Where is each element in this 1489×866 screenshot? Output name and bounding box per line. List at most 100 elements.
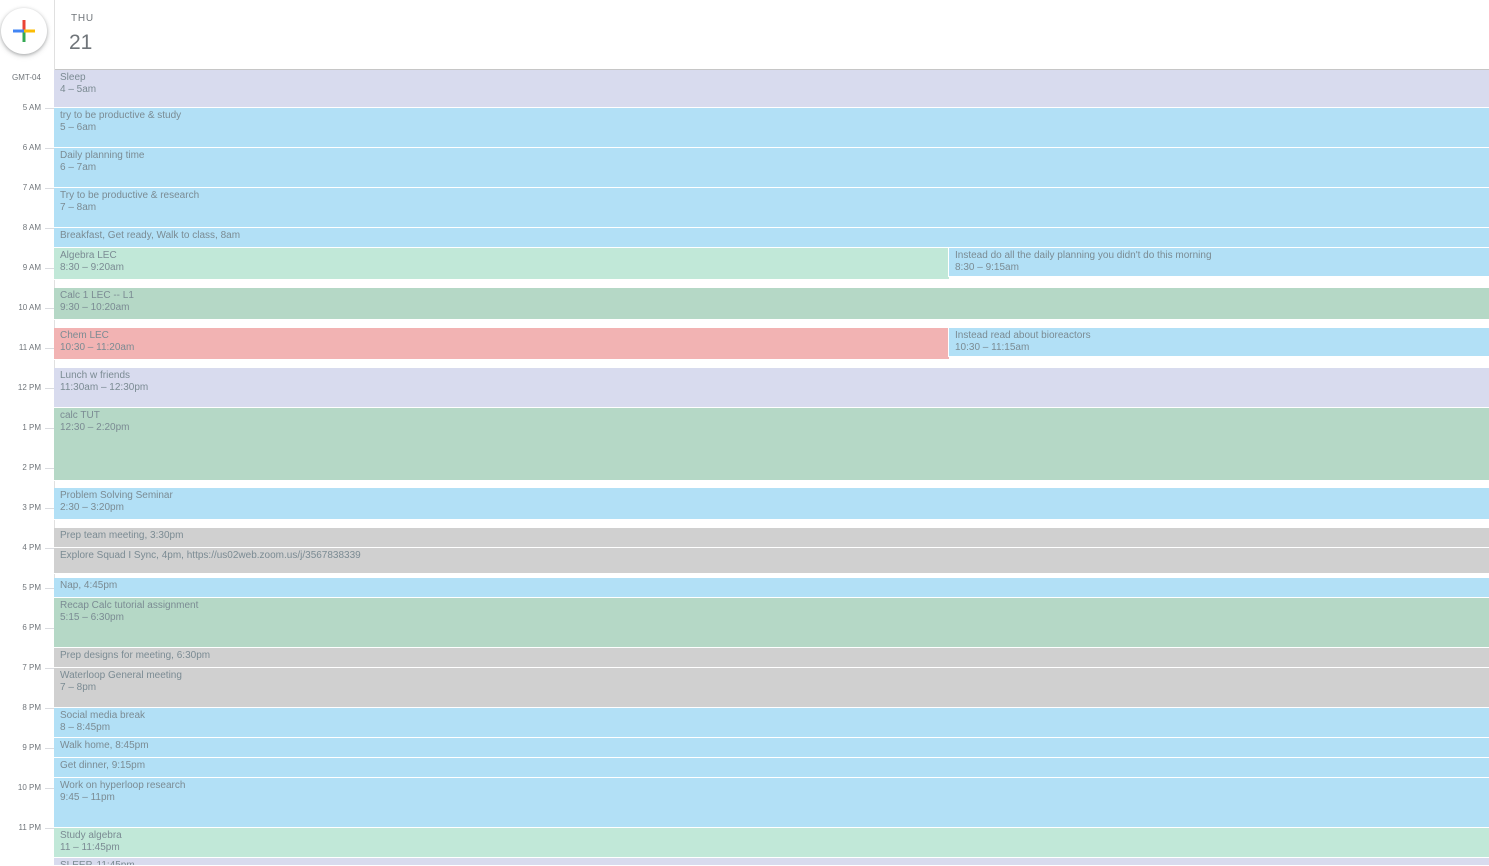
create-button[interactable]	[1, 8, 47, 54]
event-title: Prep designs for meeting, 6:30pm	[60, 650, 211, 661]
event-time: 5:15 – 6:30pm	[60, 612, 124, 623]
event-title: Try to be productive & research	[60, 190, 200, 201]
event-time: 7 – 8am	[60, 202, 97, 213]
hour-tick	[45, 108, 54, 109]
calendar-event[interactable]: Breakfast, Get ready, Walk to class, 8am	[54, 228, 1489, 248]
event-title: try to be productive & study	[60, 110, 182, 121]
calendar-event[interactable]: Walk home, 8:45pm	[54, 738, 1489, 758]
hour-tick	[45, 668, 54, 669]
event-time: 2:30 – 3:20pm	[60, 502, 124, 513]
calendar-event[interactable]: Instead do all the daily planning you di…	[948, 248, 1489, 277]
hour-label: 7 AM	[22, 183, 41, 192]
day-number[interactable]: 21	[69, 31, 93, 54]
calendar-event[interactable]: Prep designs for meeting, 6:30pm	[54, 648, 1489, 668]
calendar-event[interactable]: SLEEP, 11:45pm	[54, 858, 1489, 866]
hour-label: 6 PM	[22, 623, 41, 632]
event-title: Instead do all the daily planning you di…	[955, 250, 1212, 261]
event-time: 4 – 5am	[60, 84, 97, 95]
event-title: Walk home, 8:45pm	[60, 740, 149, 751]
event-title: Prep team meeting, 3:30pm	[60, 530, 184, 541]
event-title: Get dinner, 9:15pm	[60, 760, 146, 771]
timezone-label: GMT-04	[12, 73, 41, 82]
hour-tick	[45, 628, 54, 629]
calendar-event[interactable]: Get dinner, 9:15pm	[54, 758, 1489, 778]
event-title: Social media break	[60, 710, 146, 721]
hour-label: 4 PM	[22, 543, 41, 552]
hour-label: 1 PM	[22, 423, 41, 432]
event-time: 5 – 6am	[60, 122, 97, 133]
hour-tick	[45, 148, 54, 149]
hour-label: 2 PM	[22, 463, 41, 472]
event-title: Waterloop General meeting	[60, 670, 182, 681]
event-title: Study algebra	[60, 830, 122, 841]
hour-label: 8 PM	[22, 703, 41, 712]
hour-tick	[45, 308, 54, 309]
event-title: calc TUT	[60, 410, 100, 421]
event-time: 11 – 11:45pm	[60, 842, 120, 853]
event-title: Explore Squad I Sync, 4pm, https://us02w…	[60, 550, 361, 561]
hour-tick	[45, 828, 54, 829]
event-time: 8:30 – 9:15am	[955, 262, 1019, 273]
hour-label: 9 PM	[22, 743, 41, 752]
calendar-event[interactable]: Prep team meeting, 3:30pm	[54, 528, 1489, 548]
event-time: 6 – 7am	[60, 162, 97, 173]
event-title: Algebra LEC	[60, 250, 117, 261]
hour-label: 10 PM	[17, 783, 41, 792]
hour-tick	[45, 228, 54, 229]
event-time: 8 – 8:45pm	[60, 722, 111, 733]
event-title: Daily planning time	[60, 150, 145, 161]
plus-multicolor-icon	[13, 20, 35, 42]
hour-tick	[45, 188, 54, 189]
event-time: 12:30 – 2:20pm	[60, 422, 130, 433]
event-title: Sleep	[60, 72, 86, 83]
calendar-event[interactable]: Nap, 4:45pm	[54, 578, 1489, 598]
hour-label: 8 AM	[22, 223, 41, 232]
event-time: 9:30 – 10:20am	[60, 302, 130, 313]
event-title: Instead read about bioreactors	[955, 330, 1091, 341]
hour-tick	[45, 708, 54, 709]
event-title: Nap, 4:45pm	[60, 580, 118, 591]
calendar-event[interactable]: Explore Squad I Sync, 4pm, https://us02w…	[54, 548, 1489, 574]
event-title: Chem LEC	[60, 330, 109, 341]
event-time: 8:30 – 9:20am	[60, 262, 124, 273]
hour-tick	[45, 788, 54, 789]
hour-tick	[45, 748, 54, 749]
hour-label: 5 PM	[22, 583, 41, 592]
hour-label: 11 AM	[18, 343, 41, 352]
hour-label: 10 AM	[18, 303, 41, 312]
hour-label: 12 PM	[17, 383, 41, 392]
event-time: 11:30am – 12:30pm	[60, 382, 149, 393]
hour-tick	[45, 588, 54, 589]
hour-label: 11 PM	[18, 823, 41, 832]
hour-label: 7 PM	[22, 663, 41, 672]
hour-tick	[45, 428, 54, 429]
event-time: 9:45 – 11pm	[60, 792, 115, 803]
event-title: SLEEP, 11:45pm	[60, 860, 135, 866]
event-title: Work on hyperloop research	[60, 780, 186, 791]
event-title: Breakfast, Get ready, Walk to class, 8am	[60, 230, 241, 241]
hour-label: 3 PM	[22, 503, 41, 512]
event-time: 7 – 8pm	[60, 682, 97, 693]
header-divider	[54, 69, 1489, 70]
event-time: 10:30 – 11:20am	[60, 342, 135, 353]
event-time: 10:30 – 11:15am	[955, 342, 1030, 353]
event-title: Problem Solving Seminar	[60, 490, 173, 501]
day-of-week: THU	[71, 13, 94, 24]
hour-tick	[45, 348, 54, 349]
